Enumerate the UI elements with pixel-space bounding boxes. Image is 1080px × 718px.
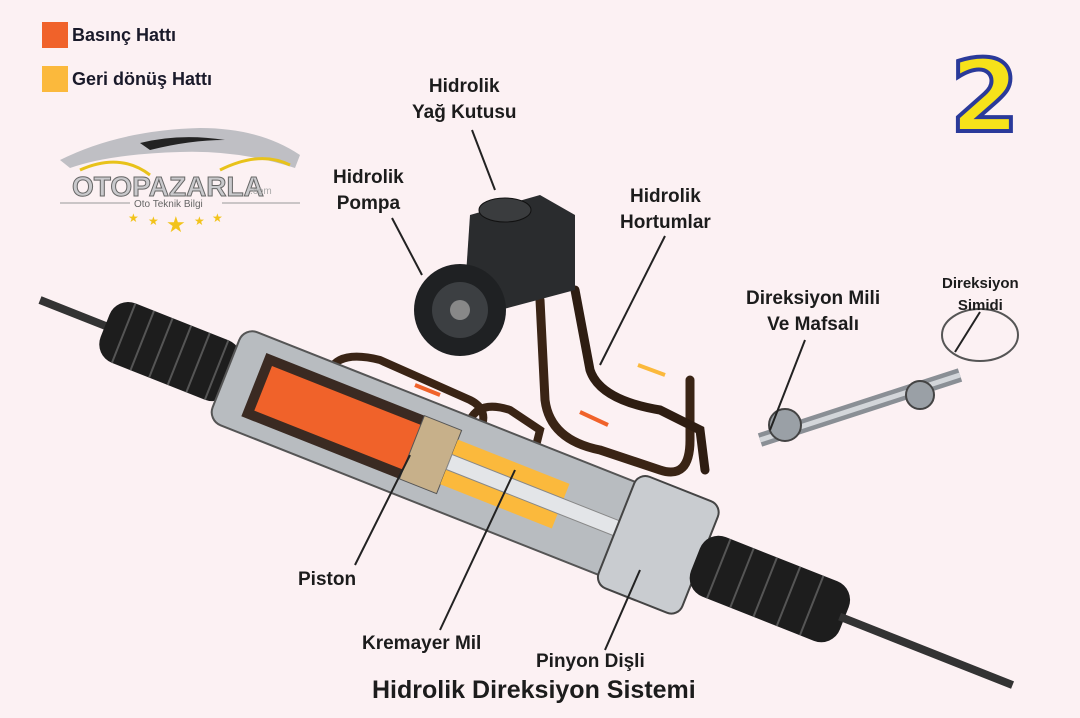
label-pinion: Pinyon Dişli bbox=[536, 651, 645, 672]
hydraulic-hoses bbox=[326, 285, 710, 477]
badge-number: 2 bbox=[948, 38, 1022, 155]
right-boot bbox=[689, 535, 851, 643]
steering-rack bbox=[38, 296, 1015, 689]
legend-label: Geri dönüş Hattı bbox=[72, 68, 213, 89]
return-swatch bbox=[42, 66, 68, 92]
svg-text:.com: .com bbox=[250, 186, 272, 197]
steering-shaft bbox=[757, 308, 1019, 447]
svg-text:Oto Teknik Bilgi: Oto Teknik Bilgi bbox=[134, 199, 203, 210]
label-rack: Kremayer Mil bbox=[362, 633, 482, 654]
svg-text:★: ★ bbox=[194, 214, 205, 228]
diagram-title: Hidrolik Direksiyon Sistemi bbox=[372, 676, 696, 704]
svg-text:★: ★ bbox=[166, 212, 186, 237]
steering-wheel-icon bbox=[941, 308, 1019, 362]
svg-text:★: ★ bbox=[148, 214, 159, 228]
logo: OTOPAZARLA .com Oto Teknik Bilgi ★ ★ ★ ★ ★ bbox=[60, 128, 300, 237]
svg-text:★: ★ bbox=[212, 211, 223, 225]
leader-lines bbox=[354, 129, 981, 651]
pressure-swatch bbox=[42, 22, 68, 48]
legend-return-line: Geri dönüş Hattı bbox=[42, 66, 212, 92]
legend-label: Basınç Hattı bbox=[72, 24, 177, 45]
pressure-chamber bbox=[254, 366, 421, 470]
legend-pressure-line: Basınç Hattı bbox=[42, 22, 176, 48]
label-piston: Piston bbox=[298, 569, 357, 590]
logo-text: OTOPAZARLA bbox=[72, 171, 264, 202]
svg-text:★: ★ bbox=[128, 211, 139, 225]
hydraulic-pump bbox=[414, 195, 575, 356]
left-boot bbox=[99, 301, 242, 402]
